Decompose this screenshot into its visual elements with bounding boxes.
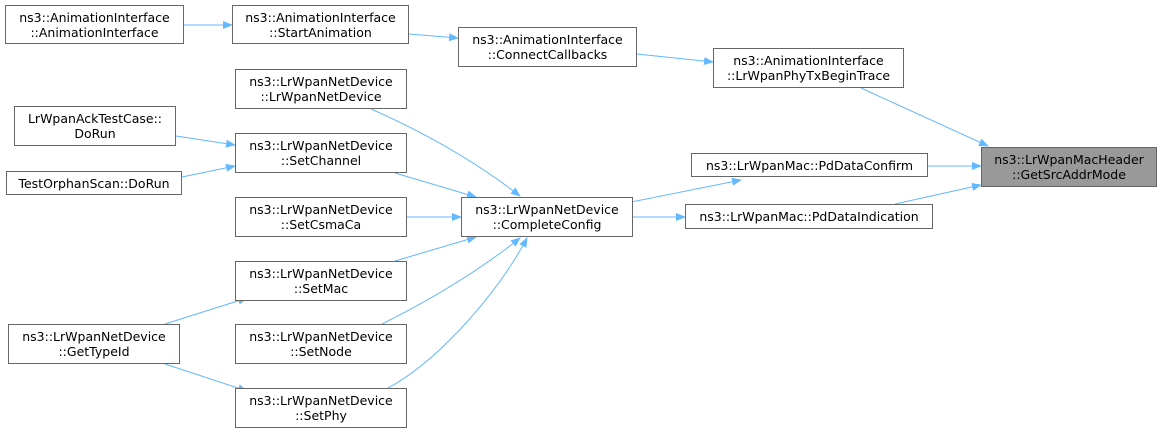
edge-orphan-channel: [181, 163, 236, 178]
edge-indication-srcaddr: [894, 183, 982, 205]
node-line-1: ns3::LrWpanNetDevice: [249, 138, 393, 153]
node-orphan-scan-dorun[interactable]: TestOrphanScan::DoRun: [6, 171, 182, 195]
node-line-2: ::SetNode: [290, 344, 352, 359]
node-line-2: DoRun: [74, 126, 116, 141]
node-line-1: LrWpanAckTestCase::: [27, 111, 163, 126]
node-set-node[interactable]: ns3::LrWpanNetDevice ::SetNode: [235, 324, 407, 364]
node-lrwpan-net-device-ctor[interactable]: ns3::LrWpanNetDevice ::LrWpanNetDevice: [235, 69, 407, 109]
node-line-1: ns3::LrWpanMac::PdDataIndication: [699, 209, 919, 224]
node-line-2: ::ConnectCallbacks: [487, 47, 608, 62]
node-line-1: ns3::AnimationInterface: [472, 32, 623, 47]
node-complete-config[interactable]: ns3::LrWpanNetDevice ::CompleteConfig: [461, 197, 633, 237]
node-line-2: ::LrWpanNetDevice: [260, 89, 382, 104]
node-line-1: ns3::LrWpanNetDevice: [249, 329, 393, 344]
node-set-channel[interactable]: ns3::LrWpanNetDevice ::SetChannel: [235, 133, 407, 173]
node-line-1: ns3::AnimationInterface: [245, 9, 396, 25]
edge-typeid-mac: [164, 296, 248, 325]
node-line-1: ns3::LrWpanMac::PdDataConfirm: [705, 157, 914, 173]
node-get-type-id[interactable]: ns3::LrWpanNetDevice ::GetTypeId: [8, 324, 180, 364]
node-connect-callbacks[interactable]: ns3::AnimationInterface ::ConnectCallbac…: [458, 27, 637, 67]
edge-typeid-phy: [164, 363, 248, 392]
node-line-1: ns3::LrWpanNetDevice: [475, 202, 619, 217]
node-set-mac[interactable]: ns3::LrWpanNetDevice ::SetMac: [235, 261, 407, 301]
node-line-2: ::SetCsmaCa: [280, 217, 362, 232]
node-line-2: ::SetChannel: [280, 153, 362, 168]
edge-complete-confirm: [620, 177, 742, 205]
node-get-src-addr-mode[interactable]: ns3::LrWpanMacHeader ::GetSrcAddrMode: [981, 147, 1157, 187]
edge-acktest-channel: [175, 135, 236, 148]
node-pd-data-confirm[interactable]: ns3::LrWpanMac::PdDataConfirm: [691, 153, 928, 177]
node-line-2: ::GetTypeId: [58, 344, 130, 359]
node-line-1: ns3::LrWpanNetDevice: [249, 393, 393, 408]
node-lrwpan-phy-tx-begin-trace[interactable]: ns3::AnimationInterface ::LrWpanPhyTxBeg…: [713, 48, 904, 88]
node-ack-test-case-dorun[interactable]: LrWpanAckTestCase:: DoRun: [14, 106, 176, 146]
node-line-2: ::CompleteConfig: [492, 217, 602, 232]
node-pd-data-indication[interactable]: ns3::LrWpanMac::PdDataIndication: [685, 204, 933, 229]
node-line-1: ns3::LrWpanNetDevice: [22, 329, 166, 344]
node-set-phy[interactable]: ns3::LrWpanNetDevice ::SetPhy: [235, 388, 407, 428]
node-line-1: ns3::LrWpanNetDevice: [249, 202, 393, 217]
edge-connect-phytx: [636, 53, 714, 66]
node-line-1: TestOrphanScan::DoRun: [18, 175, 170, 191]
edge-mac-complete: [394, 235, 477, 262]
node-line-2: ::GetSrcAddrMode: [1012, 167, 1126, 182]
node-line-1: ns3::LrWpanNetDevice: [249, 266, 393, 281]
node-line-2: ::StartAnimation: [269, 24, 372, 40]
edge-phy-complete: [387, 237, 528, 389]
edge-devctor-complete: [370, 108, 521, 197]
node-animation-interface-ctor[interactable]: ns3::AnimationInterface ::AnimationInter…: [5, 5, 184, 44]
edge-channel-complete: [394, 172, 477, 199]
node-line-1: ns3::LrWpanMacHeader: [994, 152, 1144, 167]
node-line-2: ::SetPhy: [295, 408, 347, 423]
node-line-1: ns3::AnimationInterface: [19, 9, 170, 25]
node-line-2: ::AnimationInterface: [30, 24, 159, 40]
node-line-2: ::SetMac: [293, 281, 349, 296]
node-start-animation[interactable]: ns3::AnimationInterface ::StartAnimation: [232, 5, 409, 44]
node-line-1: ns3::AnimationInterface: [733, 53, 884, 68]
node-line-2: ::LrWpanPhyTxBeginTrace: [726, 68, 891, 83]
edge-start-connect: [408, 33, 459, 42]
node-set-csma-ca[interactable]: ns3::LrWpanNetDevice ::SetCsmaCa: [235, 197, 407, 237]
edge-node-complete: [381, 237, 521, 325]
node-line-1: ns3::LrWpanNetDevice: [249, 74, 393, 89]
edge-phytx-srcaddr: [860, 87, 989, 147]
